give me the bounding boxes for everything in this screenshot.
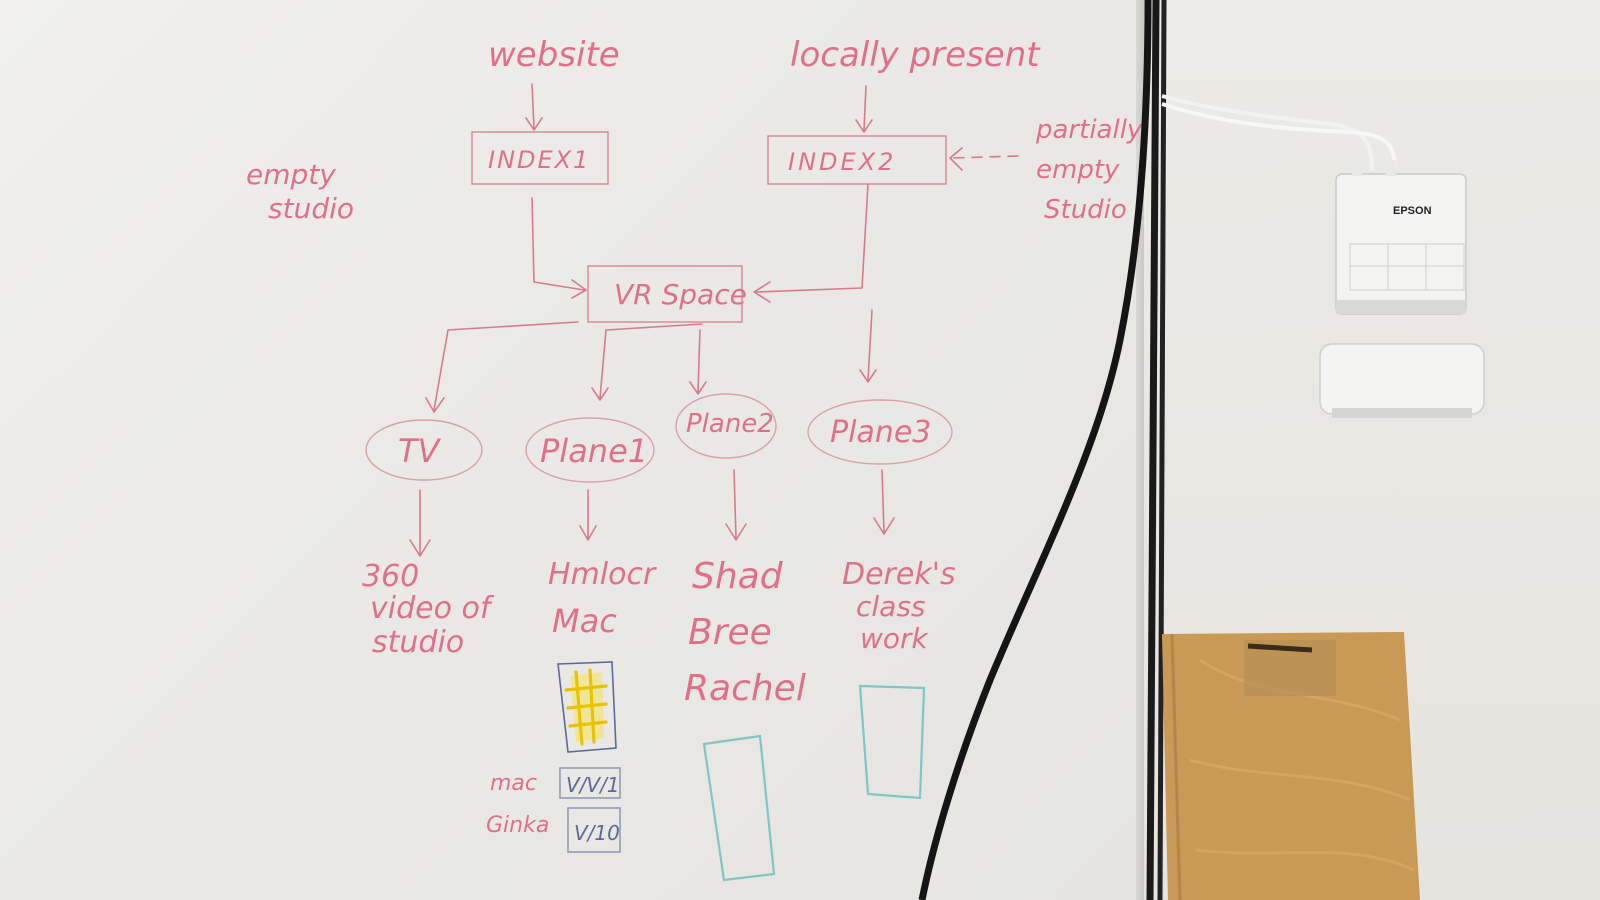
- note-partially: partially: [1035, 115, 1143, 145]
- plane2-card: [702, 734, 776, 882]
- leaf-plane2-line2: Bree: [688, 612, 772, 653]
- vr-space-label: VR Space: [614, 278, 747, 311]
- arrow-website-index1: [525, 83, 543, 131]
- white-cable-1: [1161, 94, 1374, 171]
- source-website: website: [488, 35, 620, 75]
- second-device: [1319, 343, 1485, 418]
- arrow-vr-tv: [425, 321, 579, 413]
- leaf-tv-line1: 360: [362, 559, 419, 594]
- node-tv-label: TV: [398, 432, 442, 470]
- node-plane3: [807, 399, 953, 465]
- arrow-plane2-leaf: [725, 469, 747, 541]
- tally-ginka-mark: V/10: [574, 821, 620, 845]
- note-studio-2: Studio: [1044, 195, 1127, 225]
- note-empty-2: empty: [1036, 155, 1120, 185]
- arrow-index2-vr: [753, 183, 869, 303]
- index1-box: [471, 131, 609, 185]
- leaf-plane2-line3: Rachel: [684, 668, 806, 709]
- black-cable-vertical: [1146, 0, 1160, 900]
- node-plane3-label: Plane3: [830, 415, 931, 450]
- plywood-board: [1162, 632, 1420, 900]
- vr-space-box: [587, 265, 743, 323]
- black-cable-vertical-2: [1157, 0, 1167, 900]
- epson-control-box: [1335, 160, 1467, 315]
- index2-box: [767, 135, 947, 185]
- arrow-vr-plane3: [859, 309, 877, 383]
- source-locally-present: locally present: [790, 35, 1041, 75]
- node-plane2: [675, 393, 777, 459]
- index2-label: INDEX2: [788, 148, 896, 176]
- black-cable: [918, 0, 1152, 900]
- leaf-tv-line2: video of: [370, 591, 495, 626]
- leaf-plane1-line2: Mac: [552, 602, 617, 640]
- note-empty: empty: [246, 158, 336, 191]
- whiteboard-edge: [1136, 0, 1144, 900]
- dashed-arrow: [951, 155, 1019, 159]
- whiteboard: [0, 0, 1142, 900]
- node-plane1: [525, 417, 655, 483]
- dashed-arrow-head: [949, 147, 963, 171]
- arrow-index1-vr: [531, 197, 587, 299]
- arrow-local-index2: [855, 85, 873, 133]
- arrow-tv-leaf: [409, 489, 431, 557]
- epson-brand-label: EPSON: [1393, 205, 1432, 217]
- leaf-tv-line3: studio: [372, 625, 464, 660]
- arrow-plane3-leaf: [873, 469, 895, 535]
- tally-mac-name: mac: [490, 771, 537, 796]
- node-plane1-label: Plane1: [540, 432, 648, 470]
- plane3-card: [858, 684, 926, 800]
- note-studio: studio: [268, 192, 354, 225]
- leaf-plane3-line1: Derek's: [842, 557, 956, 592]
- index1-label: INDEX1: [488, 146, 590, 174]
- plane1-card: [557, 661, 617, 753]
- tally-ginka-name: Ginka: [486, 813, 549, 838]
- arrow-plane1-leaf: [579, 489, 597, 541]
- leaf-plane2-line1: Shad: [692, 556, 784, 597]
- node-plane2-label: Plane2: [686, 409, 774, 439]
- tally-mac-box: [559, 767, 621, 799]
- leaf-plane3-line3: work: [860, 622, 930, 655]
- leaf-plane1-line1: Hmlocr: [548, 557, 657, 592]
- arrow-vr-plane1: [591, 323, 703, 401]
- tally-mac-mark: V/V/1: [566, 773, 620, 797]
- node-tv: [365, 419, 483, 481]
- arrow-vr-plane2: [689, 329, 707, 395]
- leaf-plane3-line2: class: [856, 590, 926, 623]
- tally-ginka-box: [567, 807, 621, 853]
- white-cable-2: [1161, 102, 1397, 171]
